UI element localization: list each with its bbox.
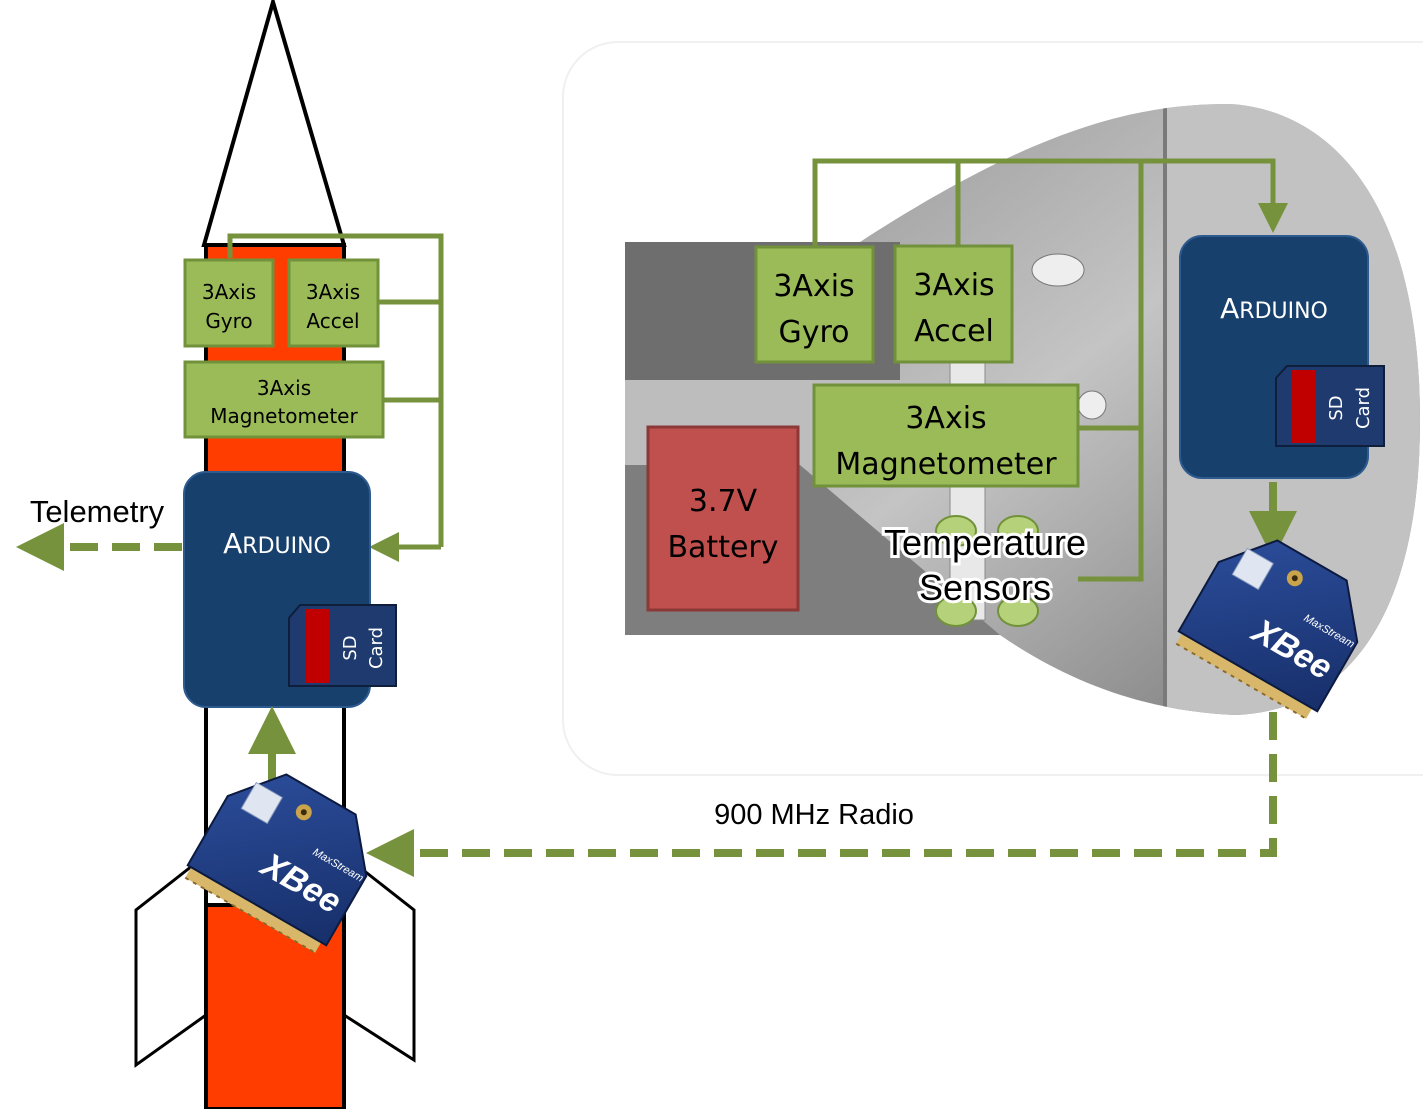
temp-sensor-3 [935, 595, 977, 627]
left-magnetometer-line1: 3Axis [257, 376, 311, 400]
right-gyro-line1: 3Axis [773, 269, 854, 304]
rocket-left-fin [134, 851, 208, 1068]
radio-link-arrow [366, 712, 1277, 877]
left-gyro-line2: Gyro [205, 309, 252, 333]
right-magnetometer-box: 3Axis Magnetometer [812, 383, 1080, 488]
temp-sensor-4 [997, 595, 1039, 627]
left-accel-box: 3Axis Accel [287, 258, 380, 348]
right-sd-card: SD Card [1275, 365, 1385, 447]
temperature-sensors: Temperature Sensors [881, 515, 1089, 627]
left-sd-card: SD Card [288, 604, 397, 687]
left-arduino-label: ARDUINO [223, 527, 331, 560]
right-accel-line1: 3Axis [913, 268, 994, 303]
battery-box: 3.7V Battery [646, 425, 800, 612]
right-magnetometer-line2: Magnetometer [835, 447, 1057, 482]
left-sd-line2: Card [366, 627, 387, 669]
right-xbee-module: MaxStream XBee [1175, 539, 1359, 720]
right-magnetometer-line1: 3Axis [905, 401, 986, 436]
right-accel-line2: Accel [914, 314, 994, 349]
left-magnetometer-line2: Magnetometer [210, 404, 358, 428]
battery-line1: 3.7V [689, 484, 758, 519]
right-arduino-label: ARDUINO [1220, 292, 1328, 325]
left-sensor-bus [227, 233, 444, 562]
temperature-line2: Sensors [919, 567, 1051, 608]
radio-label: 900 MHz Radio [714, 799, 914, 831]
right-accel-box: 3Axis Accel [893, 244, 1014, 364]
temp-sensor-2 [997, 515, 1039, 547]
right-sd-line1: SD [1326, 395, 1347, 420]
left-gyro-box: 3Axis Gyro [183, 258, 275, 348]
telemetry-label: Telemetry [30, 494, 165, 529]
left-sd-line1: SD [340, 635, 361, 660]
temperature-line1: Temperature [884, 522, 1086, 563]
left-xbee-pins [184, 865, 323, 954]
bracket-hole-1 [1031, 253, 1085, 287]
right-gyro-line2: Gyro [778, 315, 849, 350]
left-accel-line1: 3Axis [306, 280, 360, 304]
left-accel-line2: Accel [306, 309, 359, 333]
left-gyro-line1: 3Axis [202, 280, 256, 304]
left-magnetometer-box: 3Axis Magnetometer [183, 360, 385, 439]
battery-line2: Battery [667, 530, 778, 565]
rocket-nose-cone [201, 0, 347, 247]
right-xbee-pins [1175, 631, 1314, 720]
right-sd-line2: Card [1353, 387, 1374, 429]
right-sensor-bus [812, 158, 1288, 582]
right-gyro-box: 3Axis Gyro [754, 245, 875, 364]
bracket-hole-2 [1077, 390, 1107, 420]
temp-sensor-1 [935, 515, 977, 547]
